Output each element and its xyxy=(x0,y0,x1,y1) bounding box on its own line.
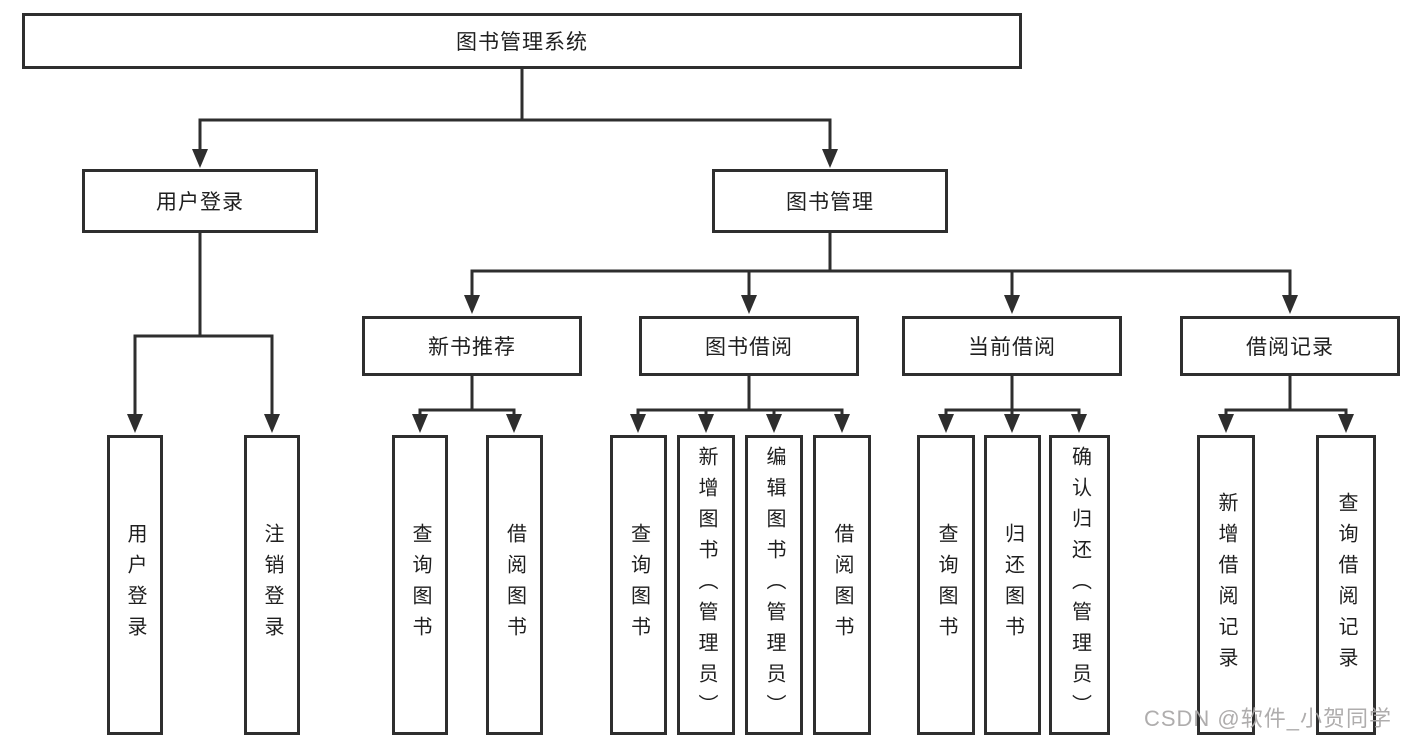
leaf-user-login: 用户登录 xyxy=(107,435,163,735)
connector-level3-bar xyxy=(470,269,1292,296)
arrow-icon xyxy=(938,414,954,433)
arrow-icon xyxy=(822,149,838,168)
arrow-icon xyxy=(412,414,428,433)
node-root: 图书管理系统 xyxy=(22,13,1022,69)
arrow-icon xyxy=(1282,295,1298,314)
connector-user-login-bar xyxy=(133,334,274,415)
node-book-borrow: 图书借阅 xyxy=(639,316,859,376)
arrow-icon xyxy=(264,414,280,433)
leaf-query-books-current: 查询图书 xyxy=(917,435,975,735)
connector-book-borrow-bar xyxy=(636,408,844,415)
arrow-icon xyxy=(630,414,646,433)
arrow-icon xyxy=(698,414,714,433)
connector-current-borrow-bar xyxy=(944,408,1081,415)
connector-borrow-records-bar xyxy=(1224,408,1348,415)
leaf-borrow-books-2: 借阅图书 xyxy=(813,435,871,735)
leaf-add-borrow-record: 新增借阅记录 xyxy=(1197,435,1255,735)
leaf-return-book: 归还图书 xyxy=(984,435,1041,735)
arrow-icon xyxy=(1071,414,1087,433)
arrow-icon xyxy=(464,295,480,314)
node-user-login: 用户登录 xyxy=(82,169,318,233)
node-book-management: 图书管理 xyxy=(712,169,948,233)
arrow-icon xyxy=(1004,295,1020,314)
arrow-icon xyxy=(834,414,850,433)
arrow-icon xyxy=(1004,414,1020,433)
connector-new-book-bar xyxy=(418,408,516,415)
arrow-icon xyxy=(1218,414,1234,433)
leaf-query-books-borrow: 查询图书 xyxy=(610,435,667,735)
arrow-icon xyxy=(127,414,143,433)
leaf-query-borrow-record: 查询借阅记录 xyxy=(1316,435,1376,735)
arrow-icon xyxy=(506,414,522,433)
csdn-watermark: CSDN @软件_小贺同学 xyxy=(1143,706,1392,731)
leaf-logout: 注销登录 xyxy=(244,435,300,735)
leaf-edit-book-admin: 编辑图书（管理员） xyxy=(745,435,803,735)
leaf-confirm-return-admin: 确认归还（管理员） xyxy=(1049,435,1110,735)
leaf-query-books-recommend: 查询图书 xyxy=(392,435,448,735)
leaf-borrow-books-recommend: 借阅图书 xyxy=(486,435,543,735)
connector-level2-bar xyxy=(198,118,832,150)
arrow-icon xyxy=(1338,414,1354,433)
arrow-icon xyxy=(192,149,208,168)
arrow-icon xyxy=(766,414,782,433)
node-current-borrow: 当前借阅 xyxy=(902,316,1122,376)
leaf-add-book-admin: 新增图书（管理员） xyxy=(677,435,735,735)
arrow-icon xyxy=(741,295,757,314)
node-borrow-records: 借阅记录 xyxy=(1180,316,1400,376)
node-new-book-recommend: 新书推荐 xyxy=(362,316,582,376)
